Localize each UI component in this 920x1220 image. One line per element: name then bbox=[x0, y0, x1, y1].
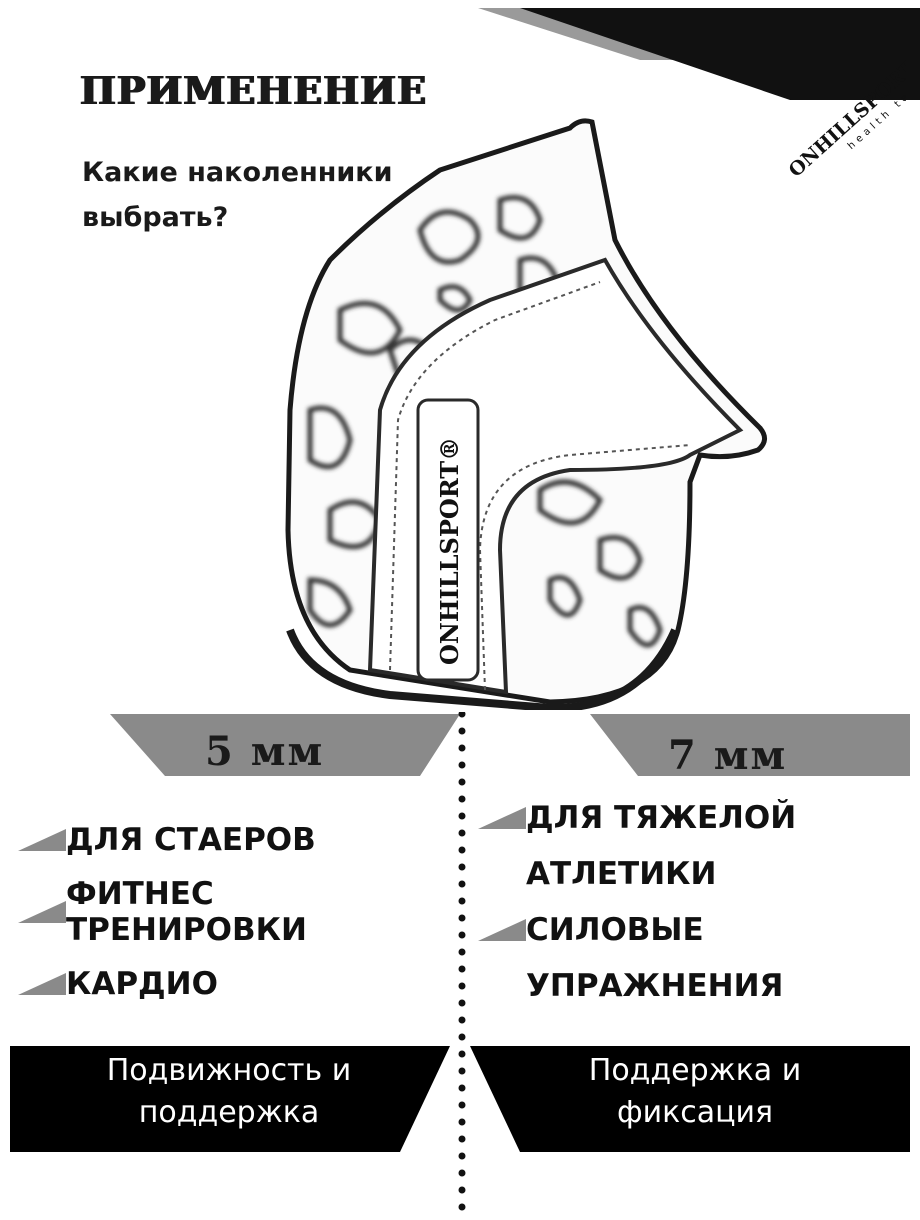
list-item: ФИТНЕС ТРЕНИРОВКИ bbox=[18, 876, 448, 948]
list-item-label: ДЛЯ ТЯЖЕЛОЙ bbox=[526, 800, 797, 836]
page-title: ПРИМЕНЕНИЕ bbox=[80, 68, 428, 113]
right-feature-list: ДЛЯ ТЯЖЕЛОЙ АТЛЕТИКИ СИЛОВЫЕ УПРАЖНЕНИЯ bbox=[478, 790, 908, 1014]
thickness-7mm-label: 7 мм bbox=[668, 732, 788, 779]
list-item: ДЛЯ ТЯЖЕЛОЙ bbox=[478, 790, 908, 846]
left-footer-line-1: Подвижность и bbox=[106, 1053, 352, 1088]
list-item: УПРАЖНЕНИЯ bbox=[478, 958, 908, 1014]
list-item-label: АТЛЕТИКИ bbox=[526, 856, 717, 892]
dotted-divider bbox=[458, 712, 466, 1220]
thickness-7mm-banner bbox=[590, 714, 910, 776]
right-footer-line-1: Поддержка и bbox=[588, 1053, 802, 1088]
list-item: КАРДИО bbox=[18, 954, 448, 1014]
left-footer-text: Подвижность и поддержка bbox=[14, 1050, 444, 1134]
knee-pad-image: ONHILLSPORT® bbox=[285, 118, 767, 710]
left-feature-list: ДЛЯ СТАЕРОВ ФИТНЕС ТРЕНИРОВКИ КАРДИО bbox=[18, 810, 448, 1014]
bottom-banners bbox=[10, 1046, 910, 1152]
gray-wedge-icon bbox=[478, 919, 526, 941]
list-item-label: ФИТНЕС ТРЕНИРОВКИ bbox=[66, 876, 307, 948]
product-logo-text: ONHILLSPORT® bbox=[435, 437, 464, 665]
subtitle-line-2: выбрать? bbox=[82, 202, 229, 233]
gray-wedge-icon bbox=[18, 973, 66, 995]
page-subtitle: Какие наколенники выбрать? bbox=[82, 150, 462, 240]
left-footer-line-2: поддержка bbox=[138, 1095, 320, 1130]
list-item: АТЛЕТИКИ bbox=[478, 846, 908, 902]
thickness-5mm-banner bbox=[110, 714, 460, 776]
right-footer-text: Поддержка и фиксация bbox=[480, 1050, 910, 1134]
list-item: СИЛОВЫЕ bbox=[478, 902, 908, 958]
list-item: ДЛЯ СТАЕРОВ bbox=[18, 810, 448, 870]
list-item-label: КАРДИО bbox=[66, 966, 218, 1002]
gray-wedge-icon bbox=[18, 901, 66, 923]
gray-wedge-icon bbox=[478, 807, 526, 829]
list-item-label: УПРАЖНЕНИЯ bbox=[526, 968, 784, 1004]
right-footer-line-2: фиксация bbox=[616, 1095, 774, 1130]
subtitle-line-1: Какие наколенники bbox=[82, 157, 393, 188]
thickness-5mm-label: 5 мм bbox=[205, 728, 325, 775]
gray-wedge-icon bbox=[18, 829, 66, 851]
list-item-label: ДЛЯ СТАЕРОВ bbox=[66, 822, 316, 858]
corner-decoration bbox=[478, 8, 920, 100]
list-item-label: СИЛОВЫЕ bbox=[526, 912, 704, 948]
